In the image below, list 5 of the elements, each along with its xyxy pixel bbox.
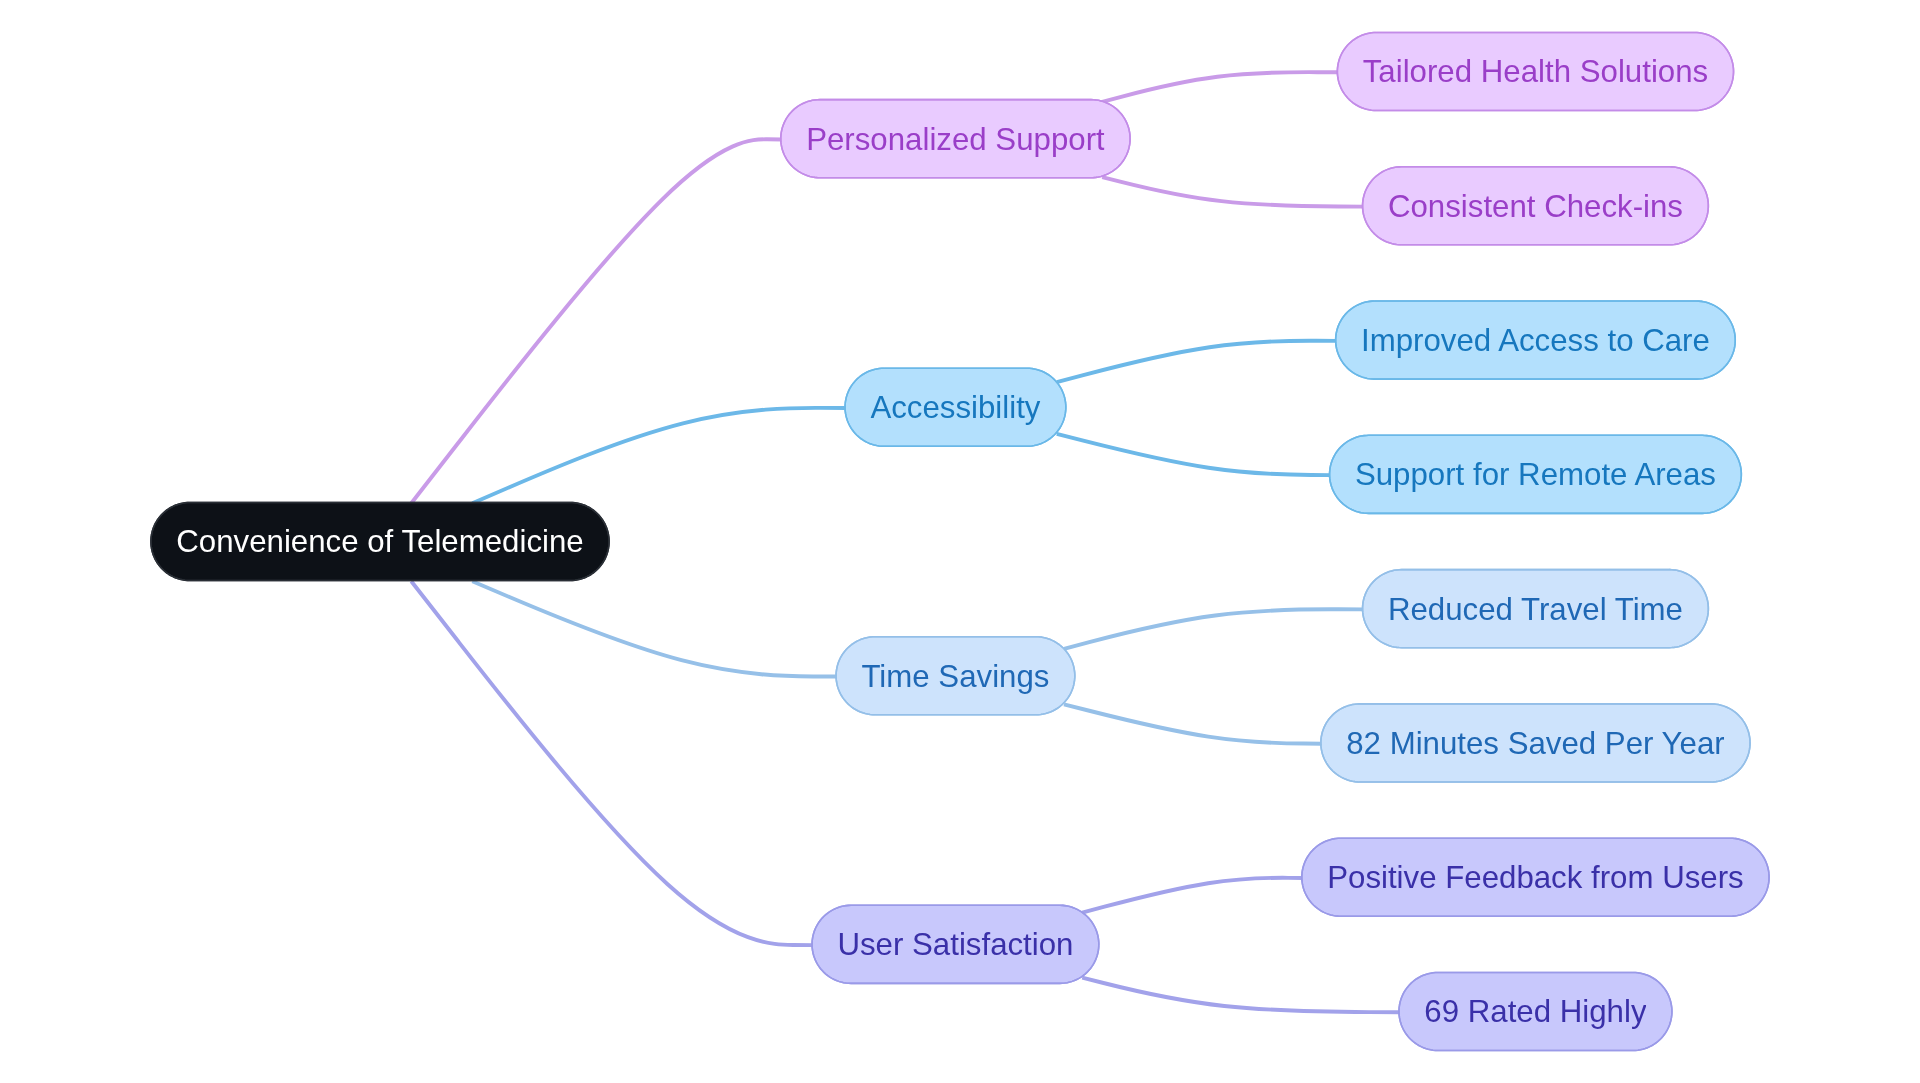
connector	[471, 579, 837, 679]
connector	[1056, 338, 1337, 384]
connector	[1081, 975, 1400, 1015]
connector	[1056, 432, 1331, 478]
connector	[409, 580, 813, 948]
